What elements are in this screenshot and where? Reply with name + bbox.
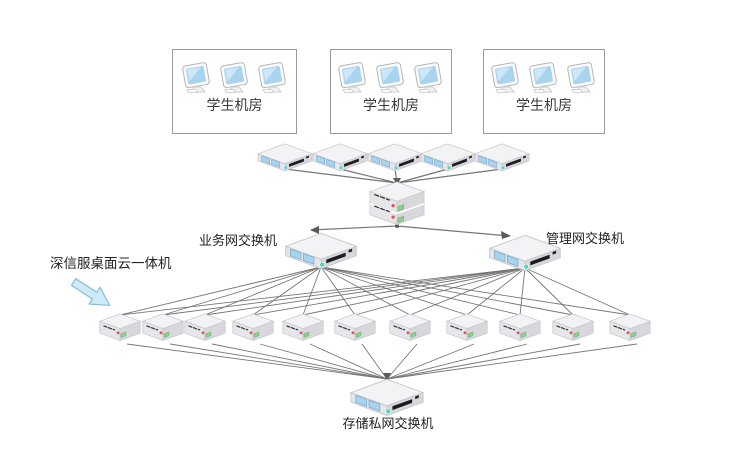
cloud-appliance-icon [141,312,185,347]
appliance-node-8 [445,312,489,347]
access-switch-2 [311,142,369,178]
business-switch-label: 业务网交换机 [199,233,278,248]
network-switch-icon [256,142,314,178]
core-switch-stack [364,180,430,236]
appliance-node-10 [551,312,595,347]
room-box-3: 学生机房 [483,49,605,134]
appliance-node-3 [183,312,227,347]
stacked-core-switch-icon [364,180,430,236]
workstation-icon [373,62,409,96]
business-switch [283,231,359,278]
workstation-icon [488,62,524,96]
storage-switch-label: 存储私网交换机 [342,416,434,431]
appliance-node-9 [498,312,542,347]
workstation-group [487,62,601,96]
cloud-appliance-icon [551,312,595,347]
cloud-appliance-icon [498,312,542,347]
cloud-appliance-icon [608,312,652,347]
network-switch-icon [283,231,359,278]
cloud-appliance-icon [445,312,489,347]
workstation-icon [179,62,215,96]
appliance-node-7 [388,312,432,347]
cloud-appliance-icon [98,312,142,347]
workstation-icon [255,62,291,96]
cloud-appliance-icon [281,312,325,347]
workstation-icon [411,62,447,96]
appliance-node-5 [281,312,325,347]
appliance-node-11 [608,312,652,347]
network-switch-icon [473,142,531,178]
appliance-node-6 [333,312,377,347]
workstation-icon [526,62,562,96]
network-switch-icon [419,142,477,178]
room-box-2: 学生机房 [330,49,452,134]
room-label: 学生机房 [516,97,572,113]
workstation-icon [217,62,253,96]
cloud-appliance-icon [231,312,275,347]
workstation-icon [335,62,371,96]
appliance-node-4 [231,312,275,347]
appliance-node-1 [98,312,142,347]
workstation-group [334,62,448,96]
management-switch-label: 管理网交换机 [546,231,625,246]
access-switch-4 [419,142,477,178]
cloud-appliance-icon [183,312,227,347]
network-switch-icon [366,142,424,178]
workstation-group [178,62,292,96]
cloud-appliance-icon [388,312,432,347]
access-switch-1 [256,142,314,178]
access-switch-3 [366,142,424,178]
room-box-1: 学生机房 [172,49,297,134]
network-switch-icon [311,142,369,178]
cloud-appliance-icon [333,312,377,347]
access-switch-5 [473,142,531,178]
room-label: 学生机房 [363,97,419,113]
appliance-callout-label: 深信服桌面云一体机 [50,256,172,271]
appliance-node-2 [141,312,185,347]
room-label: 学生机房 [206,97,263,113]
workstation-icon [564,62,600,96]
